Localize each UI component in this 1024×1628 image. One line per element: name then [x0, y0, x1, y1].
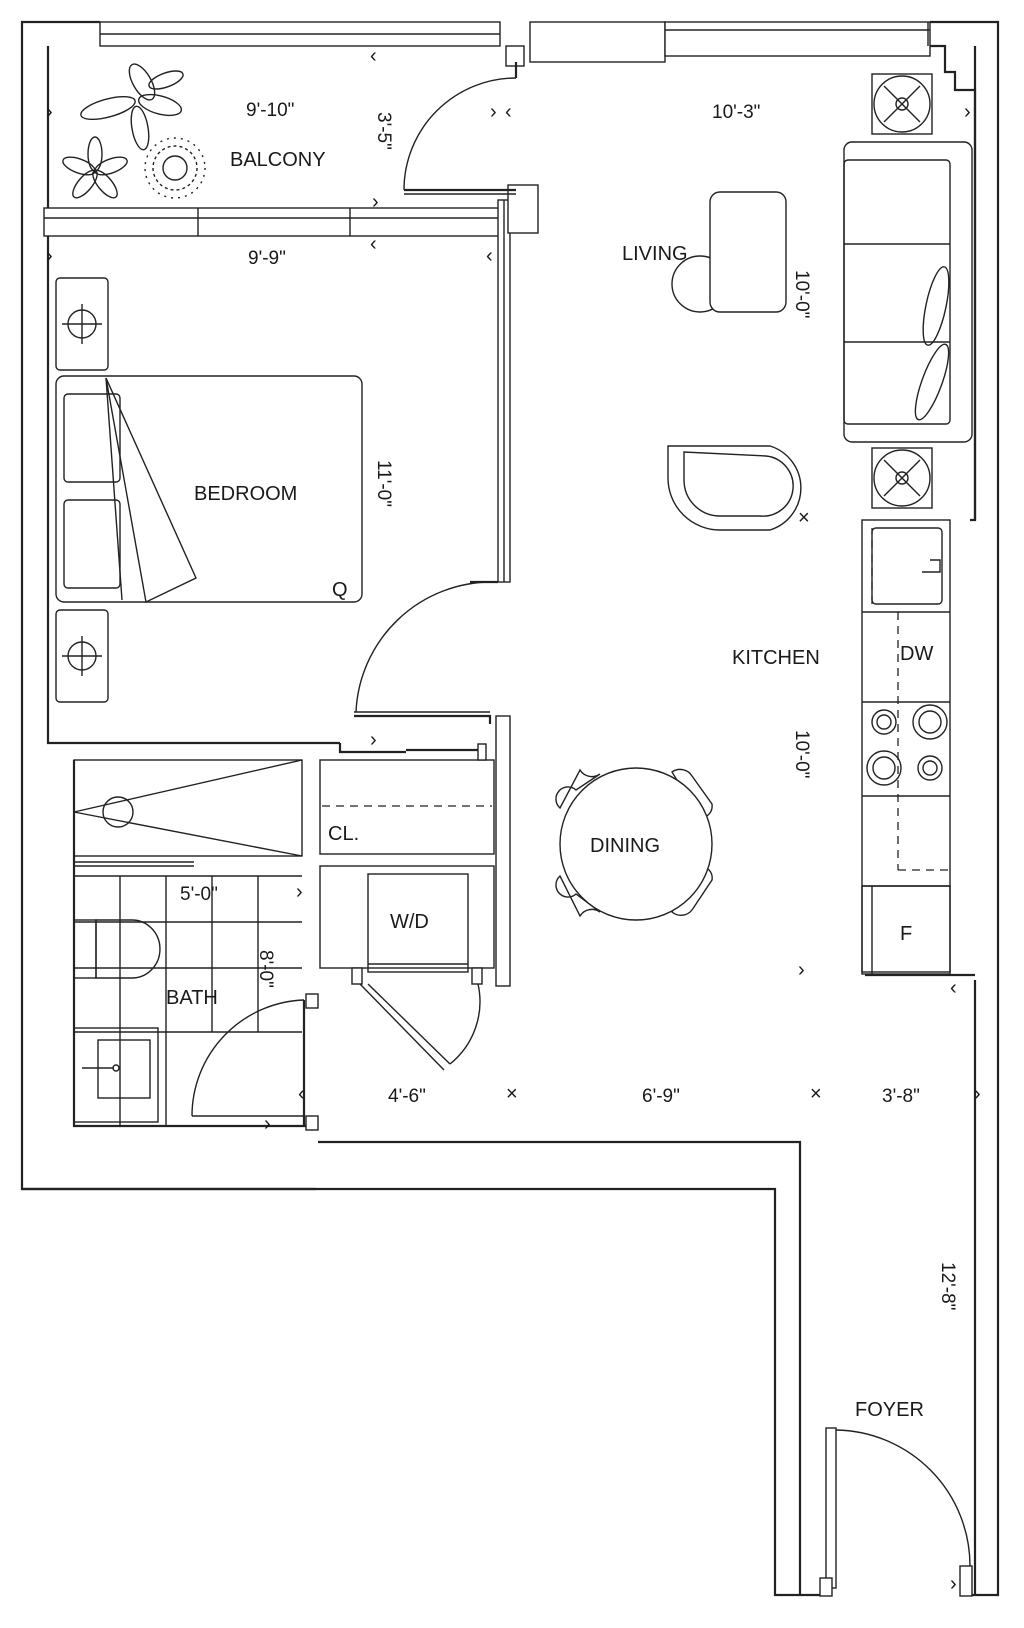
- kitchen-counter: [861, 519, 951, 973]
- armchair: [667, 445, 802, 531]
- svg-text:‹: ‹: [370, 233, 377, 255]
- bathroom: [72, 759, 306, 1128]
- svg-text:‹: ‹: [950, 977, 957, 999]
- dining-table: [555, 767, 713, 921]
- sofa: [843, 141, 973, 443]
- bedroom-label: BEDROOM: [194, 483, 297, 505]
- fridge-label: F: [900, 923, 912, 945]
- closet: [319, 715, 511, 987]
- svg-text:›: ›: [46, 245, 53, 267]
- washer-dryer-label: W/D: [390, 911, 429, 933]
- nightstand: [55, 277, 109, 371]
- bedroom-depth-dim: 11'-0": [373, 460, 394, 507]
- kitchen-label: KITCHEN: [732, 647, 820, 669]
- balcony-depth-dim: 3'-5": [373, 112, 394, 150]
- lamp-icon: [871, 73, 933, 135]
- svg-text:‹: ‹: [298, 1083, 305, 1105]
- coffee-table: [671, 191, 787, 313]
- foyer-door: [819, 1427, 973, 1597]
- queen-bed: [55, 375, 363, 604]
- fridge: [861, 885, 951, 975]
- plant-icon: [62, 136, 128, 199]
- cooktop-icon: [866, 704, 948, 786]
- svg-text:×: ×: [506, 1083, 518, 1105]
- svg-text:›: ›: [372, 191, 379, 213]
- svg-text:‹: ‹: [505, 101, 512, 123]
- bedroom-area: [354, 580, 498, 724]
- svg-text:‹: ‹: [370, 45, 377, 67]
- laundry: [319, 865, 495, 1071]
- svg-text:›: ›: [46, 101, 53, 123]
- svg-text:›: ›: [964, 101, 971, 123]
- bath-label: BATH: [166, 987, 218, 1009]
- toilet-icon: [73, 919, 161, 979]
- nightstand: [55, 609, 109, 703]
- dimension-ticks: ‹ › ‹ › › › › ‹ ‹ › × › › ‹ › × × › ‹ ›: [46, 45, 981, 1595]
- outer-walls: [20, 20, 1000, 1597]
- svg-text:›: ›: [798, 959, 805, 981]
- bedroom-width-dim: 9'-9": [248, 248, 286, 269]
- balcony-width-dim: 9'-10": [246, 100, 294, 121]
- plant-icon: [80, 63, 184, 151]
- svg-text:×: ×: [810, 1083, 822, 1105]
- span-c-dim: 3'-8": [882, 1086, 920, 1107]
- living-width-dim: 10'-3": [712, 102, 760, 123]
- svg-text:›: ›: [296, 881, 303, 903]
- balcony-window: [99, 21, 977, 520]
- svg-text:›: ›: [264, 1113, 271, 1135]
- bath-depth-dim: 8'-0": [255, 950, 276, 988]
- plant-icon: [144, 137, 206, 199]
- living-depth-dim: 10'-0": [791, 270, 812, 318]
- svg-text:›: ›: [974, 1083, 981, 1105]
- svg-text:›: ›: [370, 729, 377, 751]
- dining-label: DINING: [590, 835, 660, 857]
- sink-icon: [73, 1027, 159, 1123]
- span-a-dim: 4'-6": [388, 1086, 426, 1107]
- svg-text:›: ›: [490, 101, 497, 123]
- balcony-glazing: [43, 45, 539, 583]
- balcony-label: BALCONY: [230, 149, 326, 171]
- svg-text:‹: ‹: [486, 245, 493, 267]
- svg-text:›: ›: [950, 1573, 957, 1595]
- kitchen-depth-dim: 10'-0": [791, 730, 812, 778]
- dishwasher-label: DW: [900, 643, 933, 665]
- foyer-depth-dim: 12'-8": [937, 1262, 958, 1310]
- closet-label: CL.: [328, 823, 359, 845]
- bath-door: [191, 993, 319, 1131]
- span-b-dim: 6'-9": [642, 1086, 680, 1107]
- lamp-icon: [871, 447, 933, 509]
- svg-text:×: ×: [798, 507, 810, 529]
- balcony-door: [403, 62, 518, 195]
- foyer-label: FOYER: [855, 1399, 924, 1421]
- living-label: LIVING: [622, 243, 688, 265]
- bed-size-label: Q: [332, 579, 348, 601]
- bath-width-dim: 5'-0": [180, 884, 218, 905]
